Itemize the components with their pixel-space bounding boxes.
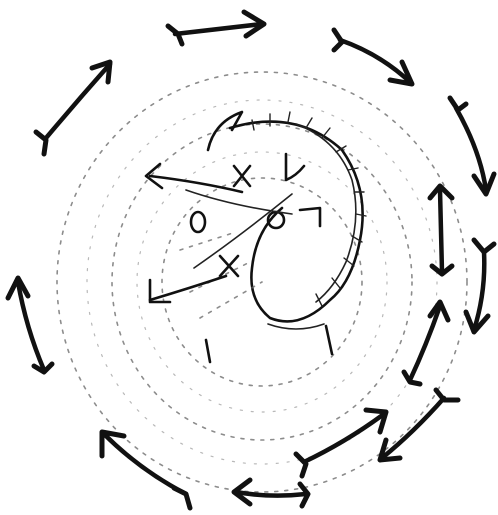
arrow-top-left [36, 62, 110, 154]
diagonal-stroke-1 [186, 190, 292, 214]
center-figure [146, 112, 366, 362]
arrow-left-lower [8, 278, 52, 372]
arrow-bottom-left [102, 432, 190, 508]
outer-arrow-ring [8, 12, 494, 508]
x-mark-upper [234, 166, 250, 186]
top-fin [208, 112, 242, 150]
arrow-top-right [334, 30, 412, 84]
left-eye [191, 212, 205, 232]
crescent-body [230, 122, 363, 322]
face-bracket-mid [300, 208, 320, 226]
arrow-top [168, 12, 264, 44]
arrow-bottom-right [380, 390, 458, 460]
texture-stroke-3 [200, 282, 262, 318]
lower-tick-left [206, 340, 210, 362]
arrow-right-mid-downward [466, 240, 494, 332]
lower-tick-right [326, 326, 332, 354]
arrow-right-upper [450, 98, 494, 194]
texture-stroke-1 [180, 232, 236, 250]
face-bracket-upper [286, 154, 304, 180]
arrow-right-mid-upward [430, 186, 452, 274]
crescent-inner-edge [296, 124, 356, 302]
arrow-bottom-center-right [296, 410, 386, 476]
chin-curve [268, 324, 324, 329]
arrow-bottom [234, 480, 308, 506]
arrow-right-lower [404, 302, 448, 384]
inner-arrow-up-left [146, 164, 242, 192]
